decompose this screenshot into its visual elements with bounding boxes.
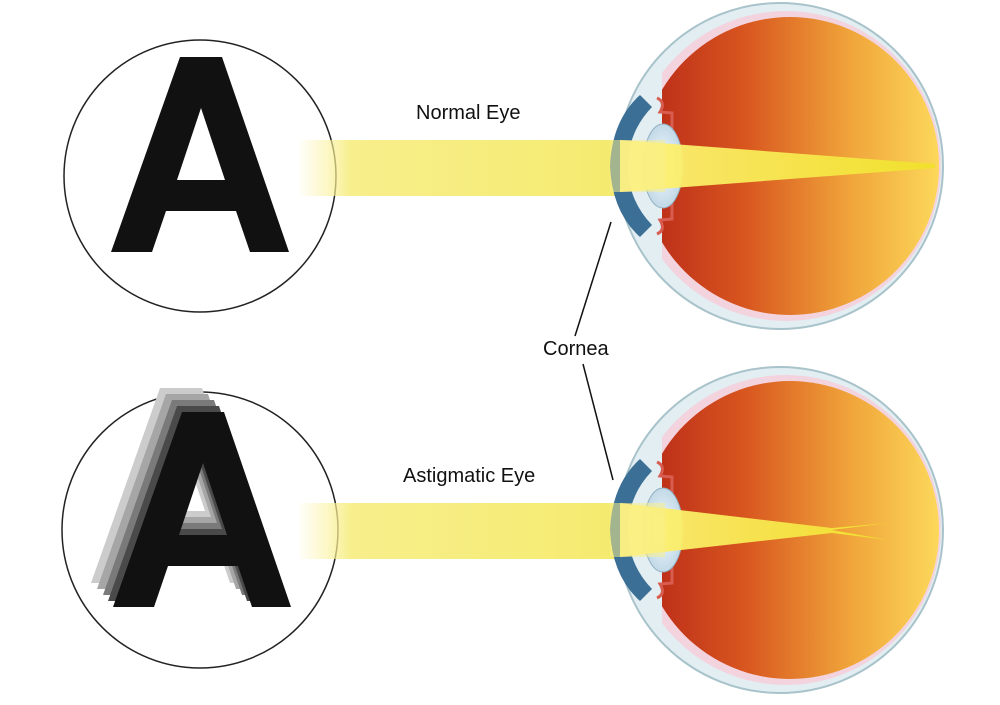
astigmatic-eye-icon bbox=[610, 366, 944, 694]
blurred-letter-panel bbox=[61, 388, 339, 669]
letter-sharp-icon bbox=[111, 57, 289, 252]
sharp-letter-panel bbox=[63, 39, 337, 313]
cornea-pointer-top bbox=[574, 221, 612, 337]
normal-eye-icon bbox=[610, 2, 944, 330]
letter-blurred-icon bbox=[91, 388, 291, 607]
astigmatic-eye-label: Astigmatic Eye bbox=[403, 465, 536, 487]
astigmatic-cornea-shape bbox=[610, 459, 652, 601]
normal-light-beam bbox=[300, 140, 640, 196]
astigmatic-light-beam bbox=[300, 503, 640, 559]
normal-eye-label: Normal Eye bbox=[416, 102, 521, 124]
normal-cornea-shape bbox=[610, 95, 652, 237]
cornea-pointer-bottom bbox=[582, 363, 614, 481]
cornea-label: Cornea bbox=[543, 338, 609, 360]
